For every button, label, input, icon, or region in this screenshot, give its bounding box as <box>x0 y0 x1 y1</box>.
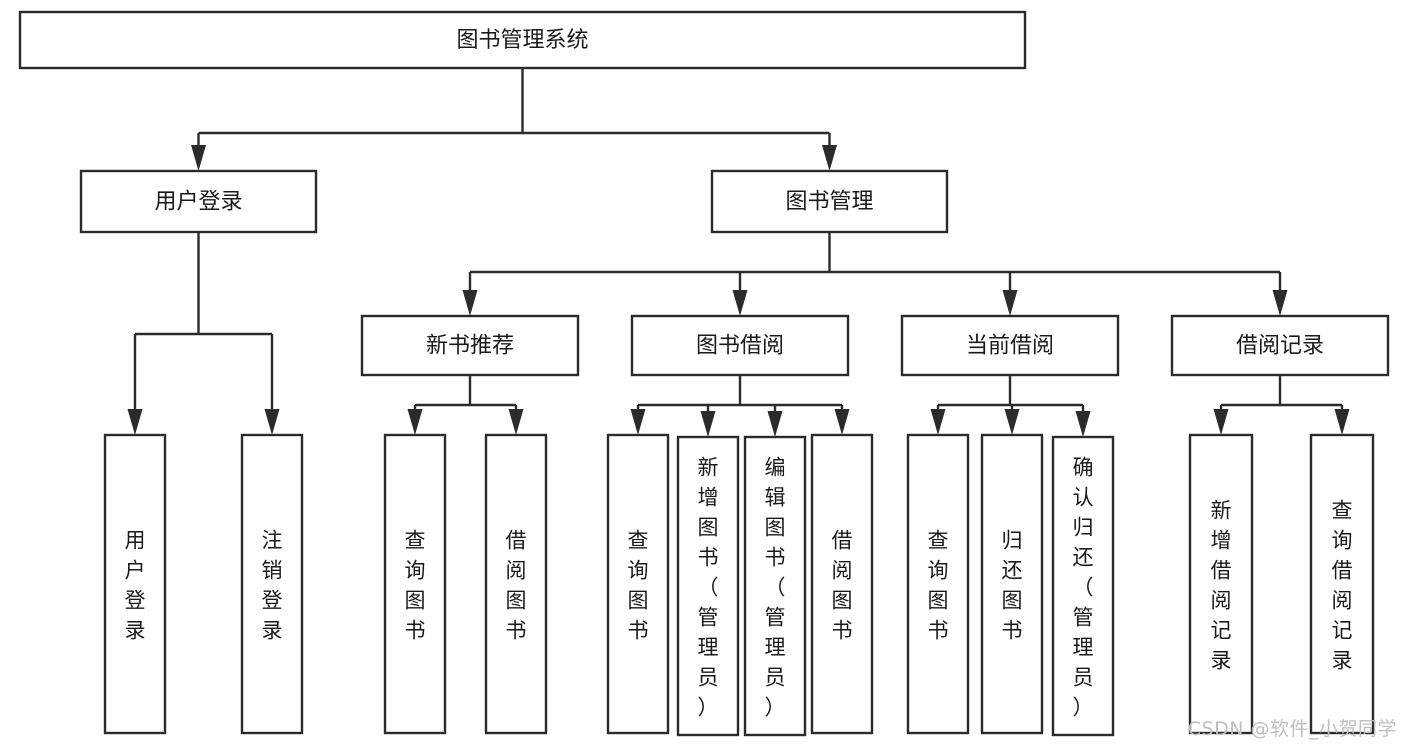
node-root[interactable]: 图书管理系统 <box>18 10 1027 70</box>
node-label: 编辑图书（管理员） <box>765 455 786 719</box>
arrow-head-icon <box>1213 409 1229 435</box>
node-label: 用户登录 <box>154 190 242 215</box>
node-label: 图书管理 <box>785 190 873 215</box>
node-new-book-rec[interactable]: 新书推荐 <box>360 314 580 377</box>
node-box[interactable] <box>906 433 970 735</box>
connector-group-root <box>191 68 837 171</box>
connector-group-book-manage <box>462 232 1288 316</box>
node-box[interactable] <box>810 433 874 735</box>
node-box[interactable] <box>676 435 740 737</box>
node-leaf-user-login[interactable]: 用户登录 <box>103 433 167 735</box>
arrow-head-icon <box>191 145 206 171</box>
node-leaf-query-book-3[interactable]: 查询图书 <box>906 433 970 735</box>
node-leaf-add-book[interactable]: 新增图书（管理员） <box>676 435 740 737</box>
node-label: 注销登录 <box>262 528 283 642</box>
node-book-manage[interactable]: 图书管理 <box>710 169 949 234</box>
node-label: 借阅记录 <box>1236 334 1324 359</box>
node-current-borrow[interactable]: 当前借阅 <box>900 314 1120 377</box>
node-box[interactable] <box>18 10 1027 70</box>
arrow-head-icon <box>767 411 783 437</box>
node-box[interactable] <box>103 433 167 735</box>
node-leaf-return-book[interactable]: 归还图书 <box>980 433 1044 735</box>
arrow-head-icon <box>1075 411 1091 437</box>
node-leaf-query-book-2[interactable]: 查询图书 <box>606 433 670 735</box>
arrow-head-icon <box>930 409 946 435</box>
node-label: 查询借阅记录 <box>1332 498 1353 672</box>
node-box[interactable] <box>383 433 447 735</box>
node-label: 查询图书 <box>628 528 649 642</box>
node-leaf-borrow-book-2[interactable]: 借阅图书 <box>810 433 874 735</box>
arrow-head-icon <box>1272 290 1288 316</box>
node-leaf-borrow-book-1[interactable]: 借阅图书 <box>484 433 548 735</box>
arrow-head-icon <box>508 409 524 435</box>
node-label: 新增借阅记录 <box>1211 498 1232 672</box>
connector-group-borrow-record <box>1213 375 1350 435</box>
arrow-head-icon <box>127 409 143 435</box>
node-label: 图书管理系统 <box>456 28 588 53</box>
arrow-head-icon <box>630 409 646 435</box>
node-leaf-confirm-return[interactable]: 确认归还（管理员） <box>1051 435 1115 737</box>
node-label: 图书借阅 <box>696 334 784 359</box>
arrow-head-icon <box>462 290 478 316</box>
node-label: 当前借阅 <box>966 334 1054 359</box>
node-label: 借阅图书 <box>832 528 853 642</box>
node-leaf-logout[interactable]: 注销登录 <box>240 433 304 735</box>
node-layer: 图书管理系统用户登录图书管理新书推荐图书借阅当前借阅借阅记录用户登录注销登录查询… <box>18 10 1390 737</box>
node-box[interactable] <box>606 433 670 735</box>
node-label: 确认归还（管理员） <box>1073 455 1094 719</box>
node-borrow-record[interactable]: 借阅记录 <box>1170 314 1390 377</box>
node-box[interactable] <box>980 433 1044 735</box>
arrow-head-icon <box>1004 409 1020 435</box>
node-label: 新增图书（管理员） <box>698 455 719 719</box>
node-box[interactable] <box>79 169 318 234</box>
arrow-head-icon <box>407 409 423 435</box>
node-box[interactable] <box>240 433 304 735</box>
connector-layer <box>127 68 1350 437</box>
node-leaf-query-record[interactable]: 查询借阅记录 <box>1309 433 1375 735</box>
node-box[interactable] <box>484 433 548 735</box>
arrow-head-icon <box>700 411 716 437</box>
arrow-head-icon <box>1334 409 1350 435</box>
connector-group-book-borrow <box>630 375 850 437</box>
node-box[interactable] <box>900 314 1120 377</box>
node-label: 新书推荐 <box>426 334 514 359</box>
arrow-head-icon <box>834 409 850 435</box>
node-label: 查询图书 <box>928 528 949 642</box>
arrow-head-icon <box>1002 290 1018 316</box>
node-box[interactable] <box>630 314 850 377</box>
arrow-head-icon <box>264 409 280 435</box>
csdn-watermark: CSDN @软件_小贺同学 <box>1187 718 1397 740</box>
node-leaf-query-book-1[interactable]: 查询图书 <box>383 433 447 735</box>
node-leaf-edit-book[interactable]: 编辑图书（管理员） <box>743 435 807 737</box>
node-user-login[interactable]: 用户登录 <box>79 169 318 234</box>
node-box[interactable] <box>1170 314 1390 377</box>
node-leaf-add-record[interactable]: 新增借阅记录 <box>1188 433 1254 735</box>
node-box[interactable] <box>1188 433 1254 735</box>
node-label: 归还图书 <box>1002 528 1023 642</box>
node-box[interactable] <box>1051 435 1115 737</box>
node-label: 查询图书 <box>405 528 426 642</box>
node-box[interactable] <box>1309 433 1375 735</box>
connector-group-current-borrow <box>930 375 1091 437</box>
arrow-head-icon <box>822 145 837 171</box>
node-label: 借阅图书 <box>506 528 527 642</box>
node-box[interactable] <box>360 314 580 377</box>
node-box[interactable] <box>743 435 807 737</box>
node-box[interactable] <box>710 169 949 234</box>
connector-group-user-login <box>127 232 280 435</box>
connector-group-new-book-rec <box>407 375 524 435</box>
node-book-borrow[interactable]: 图书借阅 <box>630 314 850 377</box>
arrow-head-icon <box>732 290 748 316</box>
node-label: 用户登录 <box>125 528 146 642</box>
